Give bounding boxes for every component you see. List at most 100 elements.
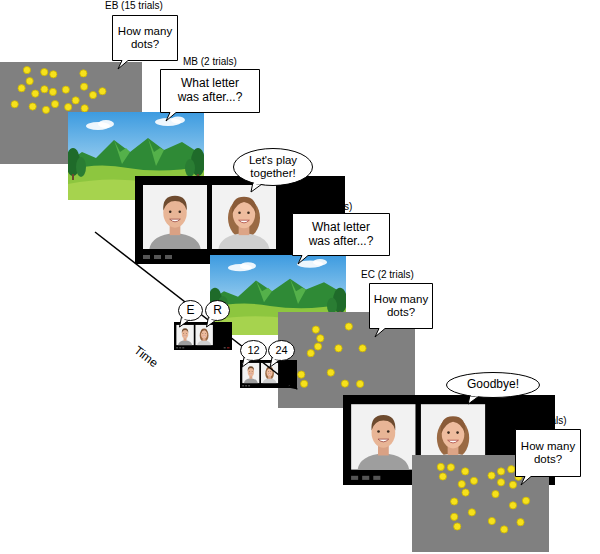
yellow-dot <box>509 502 516 509</box>
condition-label: EP (15 trials) <box>509 415 567 426</box>
yellow-dot <box>439 473 446 480</box>
yellow-dot <box>80 70 87 77</box>
speech-bubble: Let's play together! <box>233 148 313 186</box>
yellow-dot <box>508 466 515 473</box>
yellow-dot <box>41 86 48 93</box>
yellow-dot <box>49 88 56 95</box>
yellow-dot <box>470 477 477 484</box>
condition-label: EB (15 trials) <box>105 0 163 11</box>
yellow-dot <box>29 103 36 110</box>
yellow-dot <box>492 490 499 497</box>
speech-bubble: How many dots? <box>369 283 433 329</box>
yellow-dot <box>335 345 342 352</box>
yellow-dot <box>42 106 49 113</box>
callout-box <box>293 214 390 265</box>
callout-box <box>370 284 433 338</box>
dot-array <box>11 66 106 113</box>
bubble-text: How many dots? <box>516 440 580 466</box>
tail-join <box>183 317 190 320</box>
yellow-dot <box>23 66 30 73</box>
bubble-text: What letter was after...? <box>302 221 380 249</box>
bubble-text: How many dots? <box>370 293 432 319</box>
yellow-dot <box>451 498 458 505</box>
bubble-oval <box>206 301 230 321</box>
yellow-dot <box>51 100 58 107</box>
speech-bubble: 12 <box>240 340 267 361</box>
bubble-oval <box>269 341 295 361</box>
yellow-dot <box>497 479 504 486</box>
callout-box <box>161 70 260 122</box>
yellow-dot <box>517 519 524 526</box>
dot-array <box>298 323 366 388</box>
yellow-dot <box>341 380 348 387</box>
speech-bubble: 24 <box>268 340 295 361</box>
tail-join <box>273 357 280 360</box>
bubble-tail <box>242 357 253 367</box>
yellow-dot <box>359 345 366 352</box>
condition-label: MB (2 trials) <box>183 56 237 67</box>
yellow-dot <box>11 101 18 108</box>
callout-box <box>113 16 178 70</box>
yellow-dot <box>50 71 57 78</box>
tail-join <box>471 394 478 397</box>
yellow-dot <box>62 86 69 93</box>
speech-bubble: What letter was after...? <box>292 213 390 256</box>
yellow-dot <box>312 326 319 333</box>
speech-bubble: E <box>178 300 203 321</box>
callout-box <box>516 430 581 486</box>
yellow-dot <box>81 105 88 112</box>
yellow-dot <box>451 513 458 520</box>
bubble-oval <box>241 341 267 361</box>
bubble-text: 12 <box>247 344 259 357</box>
bubble-text: How many dots? <box>113 25 177 51</box>
bubble-tail <box>270 357 281 367</box>
yellow-dot <box>65 103 72 110</box>
yellow-dot <box>298 371 305 378</box>
bubble-text: Let's play together! <box>239 154 307 180</box>
time-arrow <box>95 232 297 389</box>
tail-join <box>245 357 252 360</box>
yellow-dot <box>317 335 324 342</box>
yellow-dot <box>462 489 469 496</box>
yellow-dot <box>454 523 461 530</box>
bubble-text: R <box>213 304 222 318</box>
tail-join <box>210 317 217 320</box>
yellow-dot <box>488 517 495 524</box>
yellow-dot <box>80 83 87 90</box>
bubble-text: 24 <box>275 344 287 357</box>
tail-join <box>254 182 261 185</box>
video-call-thumbnail <box>240 360 297 388</box>
yellow-dot <box>41 69 48 76</box>
yellow-dot <box>72 97 79 104</box>
yellow-dot <box>437 463 444 470</box>
yellow-dot <box>468 509 475 516</box>
bubble-text: Goodbye! <box>467 378 519 392</box>
yellow-dot <box>89 91 96 98</box>
bubble-text: E <box>186 304 194 318</box>
bubble-oval <box>234 149 313 186</box>
yellow-dot <box>356 380 363 387</box>
bubble-oval <box>179 301 203 321</box>
yellow-dot <box>509 481 516 488</box>
yellow-dot <box>301 380 308 387</box>
condition-label: MC (2 trials) <box>298 201 352 212</box>
condition-label: EC (2 trials) <box>361 269 414 280</box>
yellow-dot <box>345 323 352 330</box>
speech-bubble: Goodbye! <box>446 372 540 398</box>
yellow-dot <box>307 350 314 357</box>
yellow-dot <box>488 472 495 479</box>
bubble-tail <box>180 317 191 327</box>
yellow-dot <box>497 468 504 475</box>
yellow-dot <box>501 526 508 533</box>
speech-bubble: What letter was after...? <box>160 69 260 113</box>
axis-label: Time <box>131 343 160 370</box>
video-call-thumbnail <box>174 322 232 350</box>
yellow-dot <box>18 85 25 92</box>
bubble-oval <box>447 373 540 398</box>
speech-bubble: How many dots? <box>112 15 178 61</box>
yellow-dot <box>26 77 33 84</box>
speech-bubble: How many dots? <box>515 429 581 477</box>
